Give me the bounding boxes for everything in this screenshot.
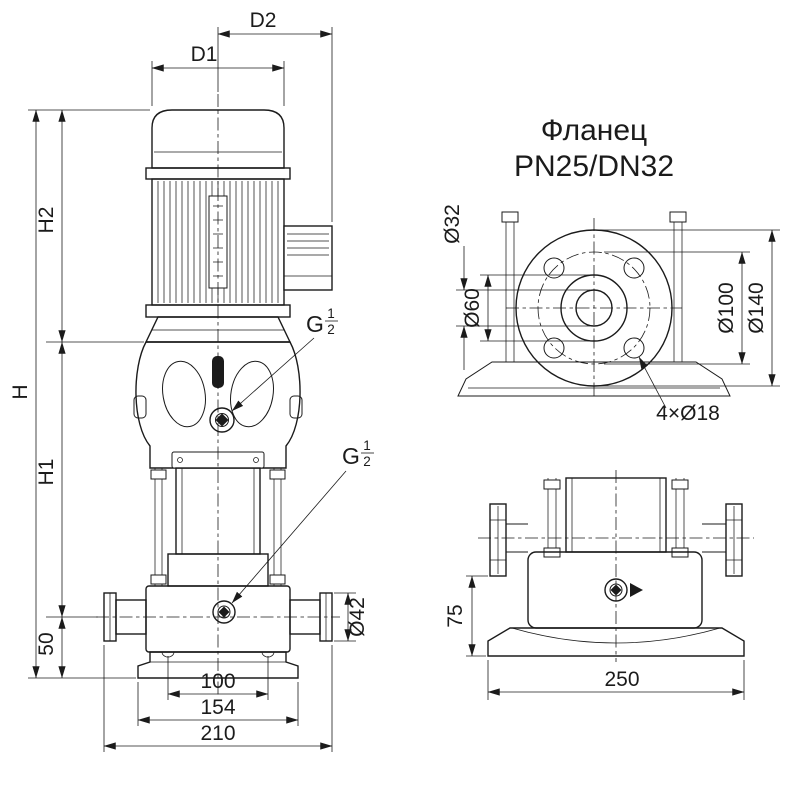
centerlines-front [96,94,340,698]
flange-base-silhouette [457,211,731,397]
thread-denominator: 2 [327,322,335,337]
side-tie-rods [547,478,685,556]
dimension-d1: D1 [151,43,285,106]
tie-rods [154,468,282,586]
front-view: D2 D1 H H2 H1 [9,9,374,752]
inspection-window-right [230,360,274,428]
dimension-250: 250 [487,660,745,700]
callout-g-half-bottom: G 1 2 [231,438,374,604]
drain-plug [212,600,236,624]
dimension-dia42: Ø42 [334,592,369,642]
dimension-50: 50 [35,616,66,679]
dimension-d2: D2 [217,9,333,222]
side-flange-left [489,503,507,577]
dimension-154: 154 [137,682,299,726]
bolt-holes-callout: 4×Ø18 [638,356,720,425]
terminal-box [283,225,333,291]
thread-numerator: 1 [327,306,335,321]
side-body [527,551,703,629]
inspection-window-left [162,360,206,428]
dim-label-h1: H1 [35,459,58,486]
flange-title-line1: Фланец [541,114,647,147]
dim-label-dia60: Ø60 [461,288,484,328]
dim-label-bolts: 4×Ø18 [656,402,720,425]
dim-label-dia42: Ø42 [346,597,369,637]
flange-title-line2: PN25/DN32 [514,150,674,183]
thread-denominator: 2 [363,454,371,469]
dim-label-dia32: Ø32 [441,204,464,244]
callout-g-half-top: G 1 2 [231,306,338,412]
dimension-h1: H1 [35,341,66,618]
dimension-dia32: Ø32 [441,204,590,370]
flange-view: Фланец PN25/DN32 [441,114,780,425]
flow-arrow [630,583,643,597]
thread-letter: G [306,311,324,337]
dim-label-210: 210 [200,722,235,745]
dim-label-50: 50 [35,632,58,655]
dimension-dia60: Ø60 [461,274,590,342]
dimension-dia100: Ø100 [604,251,750,365]
dimension-75: 75 [444,575,488,657]
dim-label-d1: D1 [191,43,218,66]
dimension-dia140: Ø140 [600,229,780,387]
dim-label-d2: D2 [250,9,277,32]
side-flange-right [725,503,743,577]
centerlines-side [478,470,754,662]
dim-label-75: 75 [444,604,467,627]
dimension-210: 210 [103,645,333,752]
dimension-h: H [9,109,40,679]
dim-label-h2: H2 [35,207,58,234]
dim-label-250: 250 [604,668,639,691]
dim-label-dia100: Ø100 [715,282,738,333]
dimension-100: 100 [167,656,269,700]
thread-numerator: 1 [363,438,371,453]
dim-label-h: H [9,384,32,399]
pump-column [150,467,286,587]
flange-circles [506,218,682,398]
dim-label-154: 154 [200,696,235,719]
port-pipes [506,523,726,553]
thread-letter: G [342,443,360,469]
dim-label-100: 100 [200,670,235,693]
bolt-holes [543,257,645,359]
side-view: 75 250 [444,470,754,700]
extension-lines-left [28,109,150,679]
dim-label-dia140: Ø140 [745,282,768,333]
dimension-h2: H2 [35,109,66,343]
pump-head [133,341,303,469]
